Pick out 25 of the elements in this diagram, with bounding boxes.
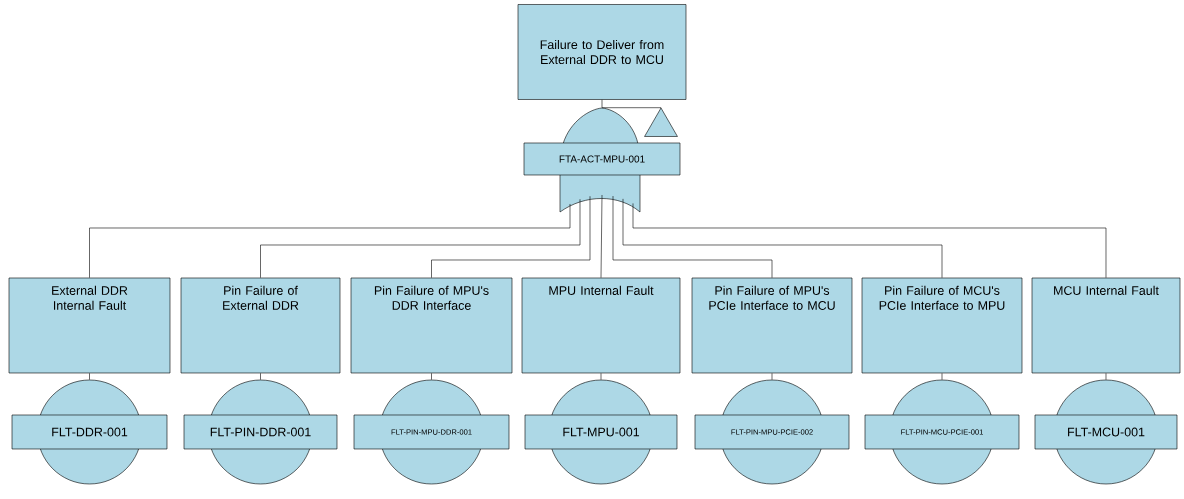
event-box: Pin Failure of MPU's PCIe Interface to MCU xyxy=(691,277,853,374)
connector-line xyxy=(431,373,432,380)
event-box: Pin Failure of MPU's DDR Interface xyxy=(350,277,513,374)
connector-line xyxy=(1105,373,1107,380)
connector-line xyxy=(601,99,603,108)
event-box: Pin Failure of External DDR xyxy=(180,277,341,374)
connector-line xyxy=(622,198,943,278)
connector-line xyxy=(89,203,571,278)
connector-line xyxy=(89,373,90,380)
event-box: MCU Internal Fault xyxy=(1031,277,1181,374)
event-box: MPU Internal Fault xyxy=(521,277,681,374)
event-box: Pin Failure of MCU's PCIe Interface to MPU xyxy=(861,277,1023,374)
connector-line xyxy=(431,195,591,278)
event-box: Failure to Deliver from External DDR to MCU xyxy=(517,4,687,100)
or-gate: FTA-ACT-MPU-001 xyxy=(523,107,681,213)
connector-line xyxy=(771,373,773,380)
connector-line xyxy=(260,373,261,380)
connector-line xyxy=(632,203,1107,278)
connector-line xyxy=(600,194,603,278)
connector-line xyxy=(601,107,662,108)
connector-line xyxy=(612,195,773,278)
event-box: External DDR Internal Fault xyxy=(8,277,171,374)
connector-line xyxy=(941,373,943,380)
connector-line xyxy=(260,198,581,278)
connector-line xyxy=(600,373,602,380)
